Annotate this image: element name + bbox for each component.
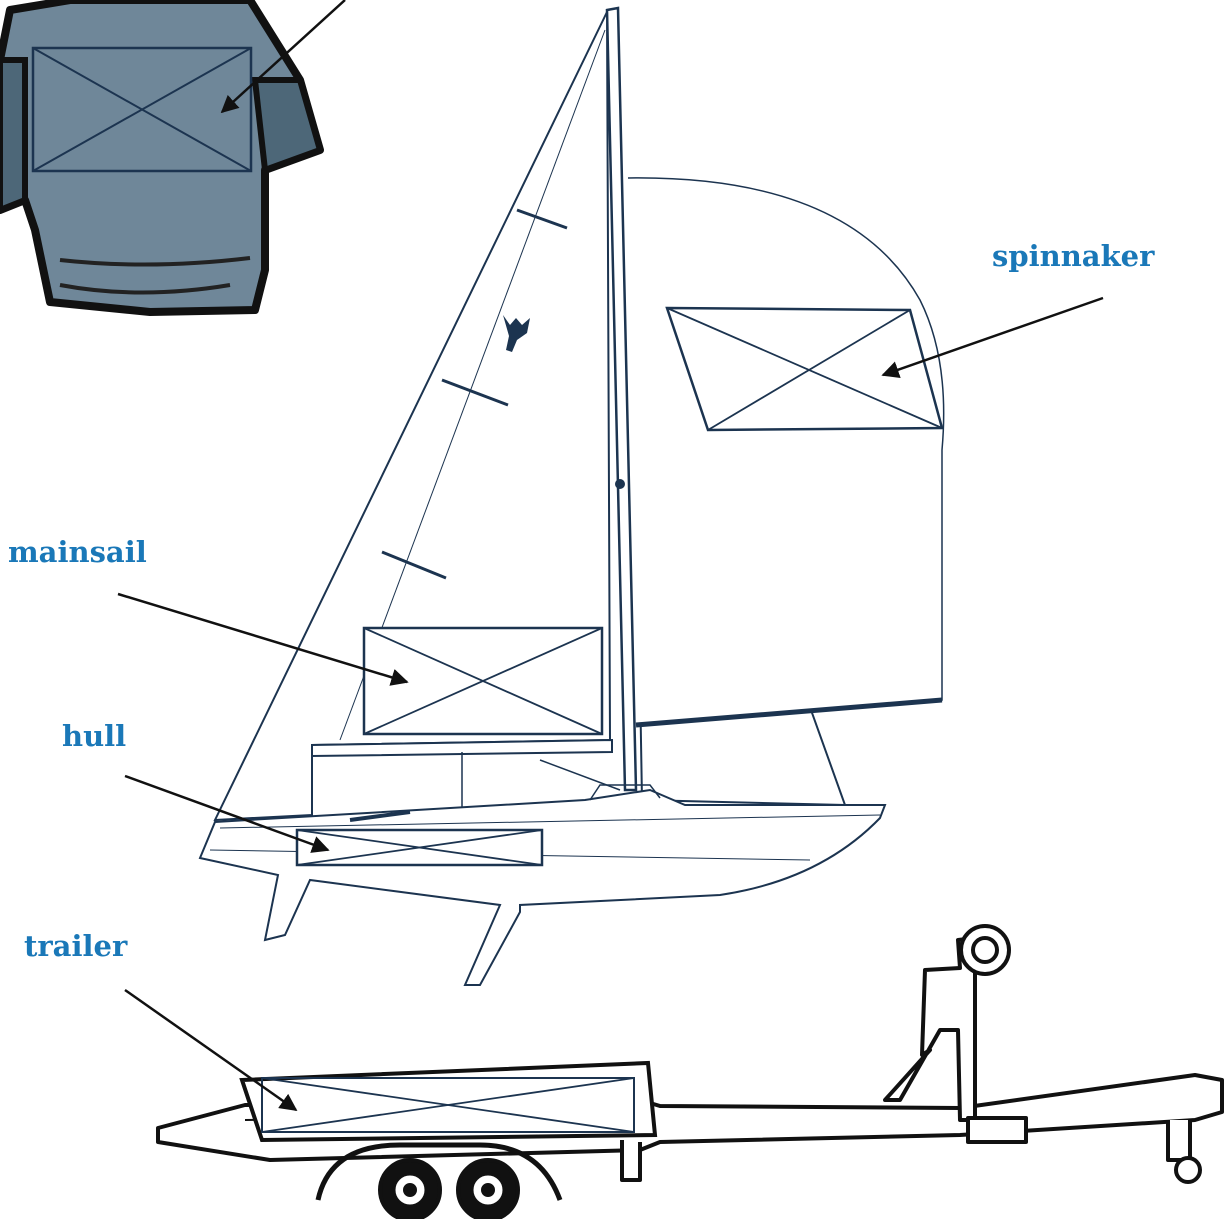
- mast: [605, 6, 638, 792]
- shirt-placeholder-box: [31, 46, 253, 173]
- spinnaker-sail: [627, 177, 945, 726]
- hull-arrow: [124, 774, 330, 853]
- label-hull: hull: [62, 719, 127, 753]
- spinnaker-placeholder-box: [665, 306, 944, 432]
- spinnaker-arrow: [881, 296, 1104, 379]
- shirt-arrow: [220, 0, 346, 114]
- trailer-placeholder-box: [239, 1060, 658, 1143]
- hull-placeholder-box: [295, 828, 544, 867]
- trailer-wheel-front: [378, 1158, 442, 1219]
- label-mainsail: mainsail: [8, 535, 147, 569]
- t-shirt-icon: [0, 0, 346, 316]
- mainsail-arrow: [117, 592, 409, 686]
- trailer-wheel-rear: [456, 1158, 520, 1219]
- boom: [311, 738, 613, 758]
- sail-insignia-icon: [503, 315, 530, 352]
- hull-body: [198, 788, 887, 986]
- label-trailer: trailer: [24, 929, 128, 963]
- label-spinnaker: spinnaker: [992, 239, 1155, 273]
- trailer-arrow: [124, 988, 298, 1112]
- boat-trailer-drawing: [156, 924, 1224, 1219]
